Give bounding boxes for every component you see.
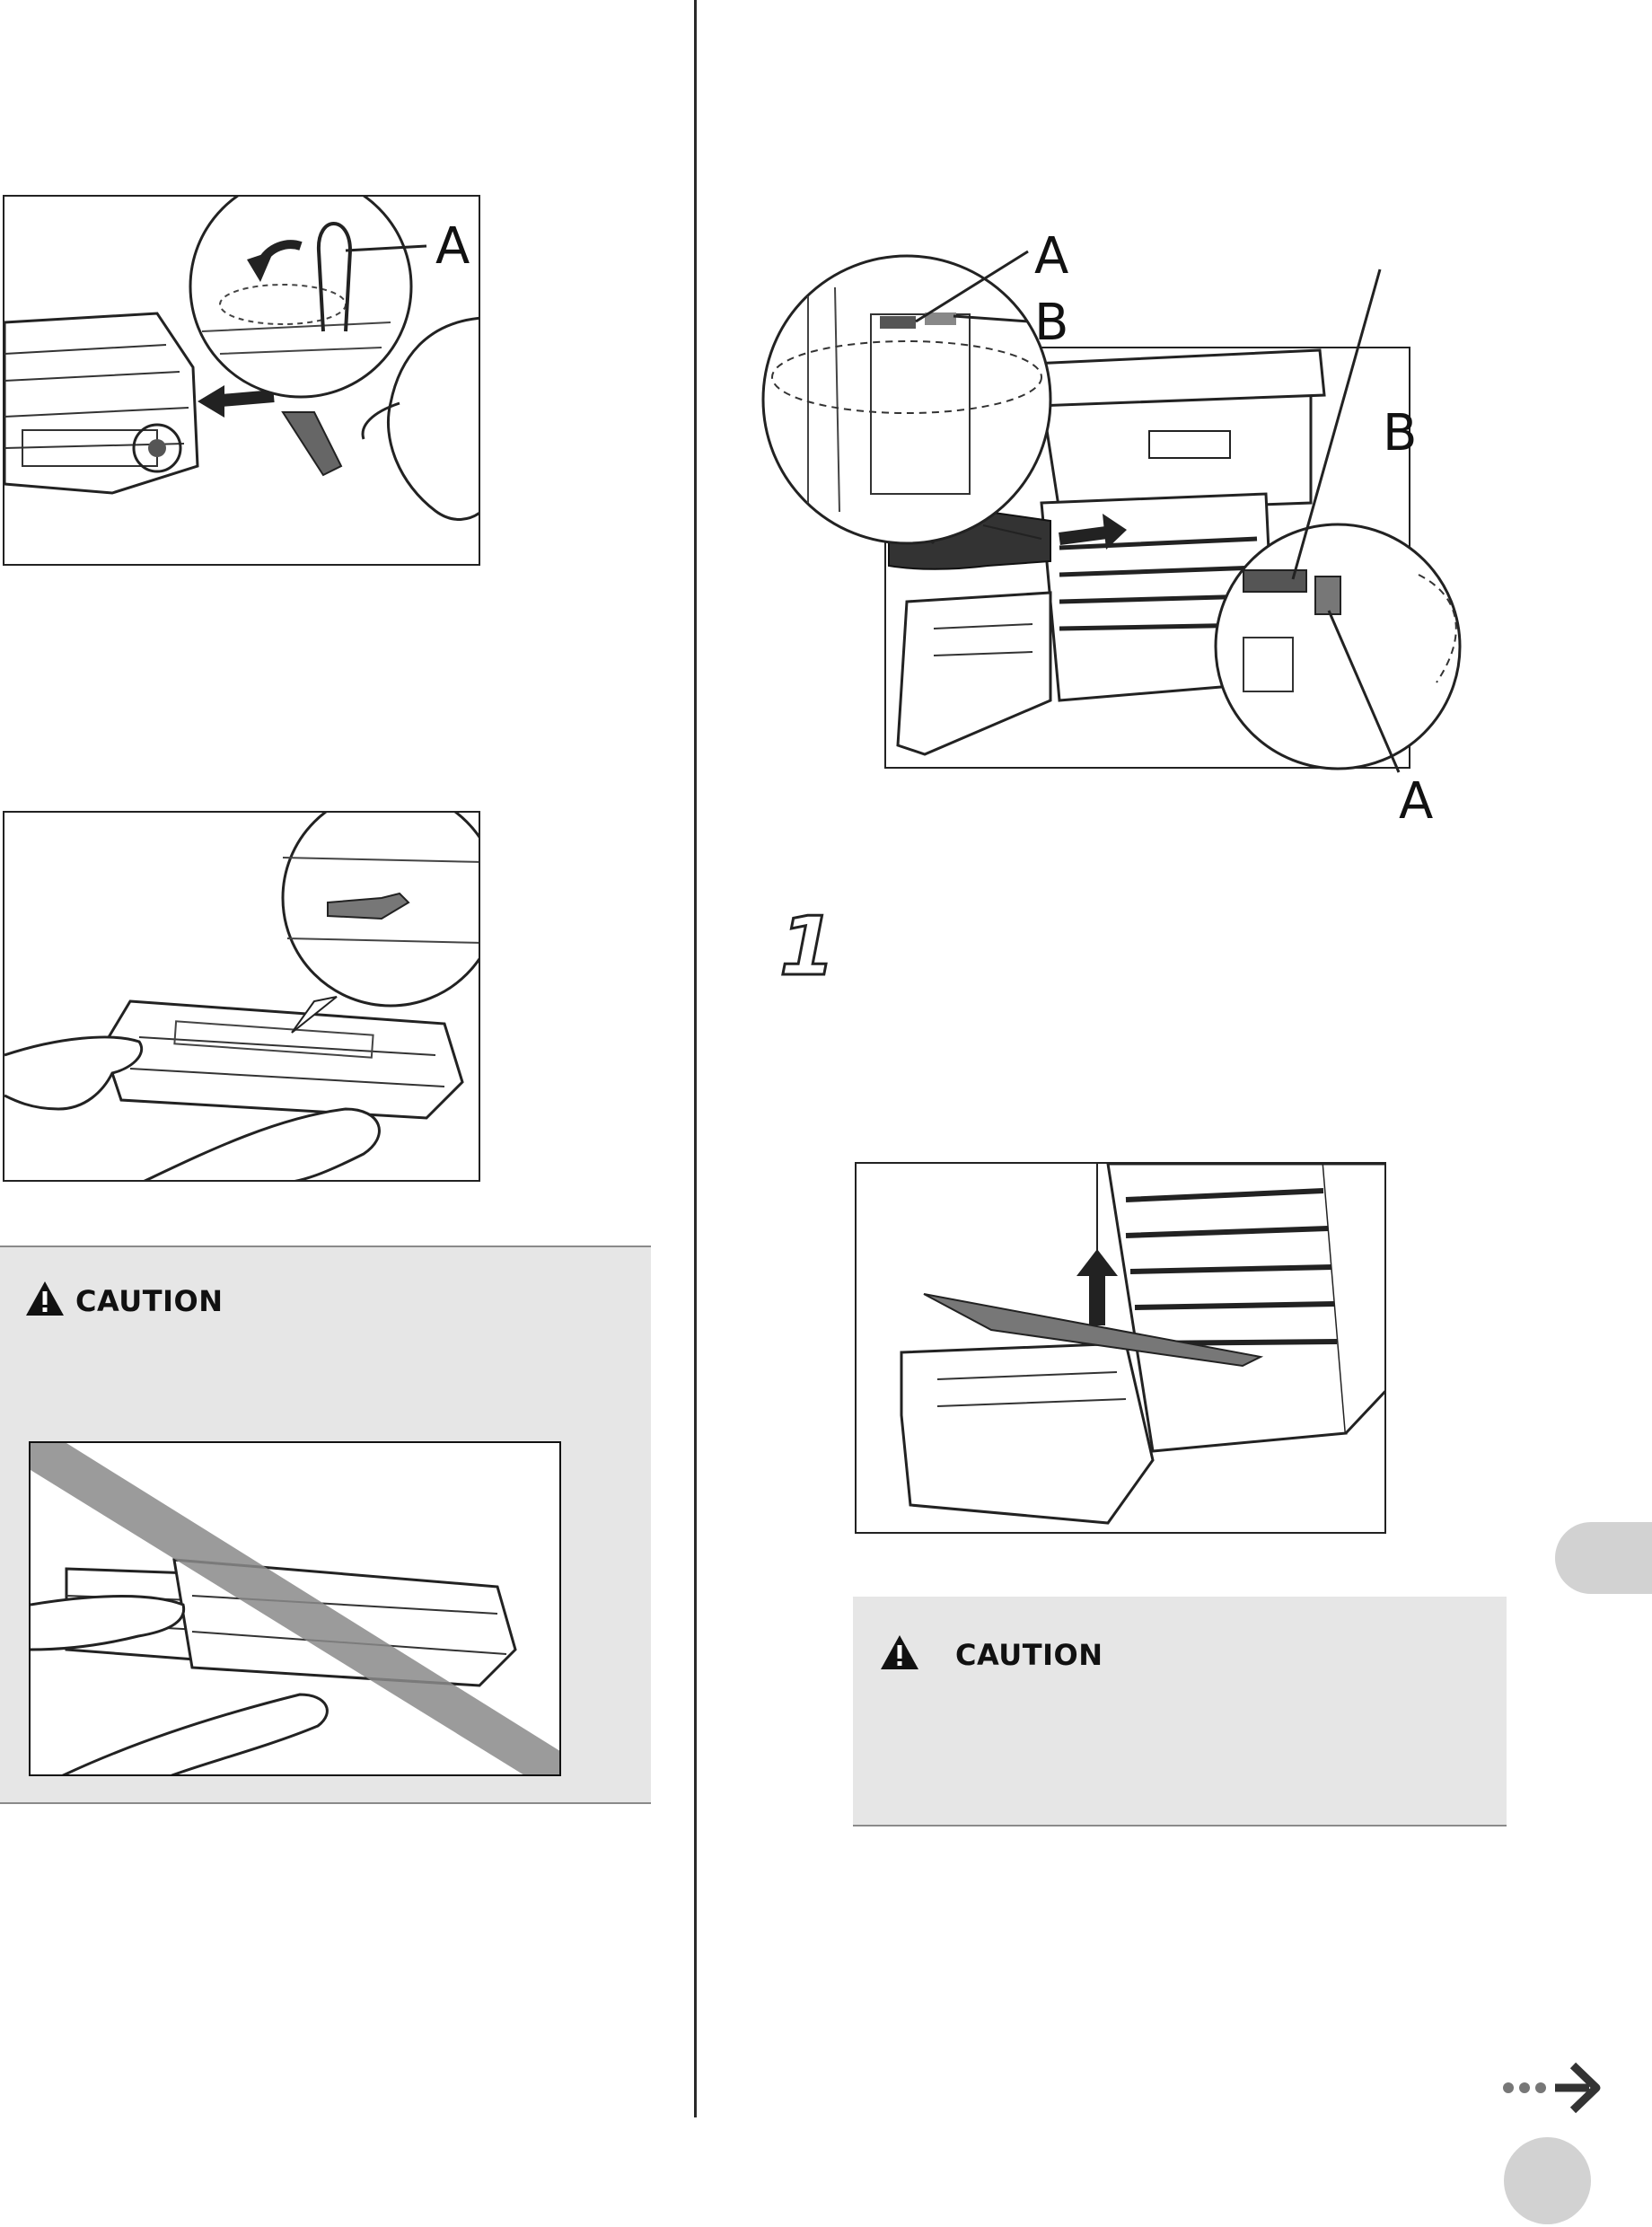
caution-label: CAUTION — [955, 1638, 1103, 1672]
prohibited-slash-icon — [31, 1443, 559, 1774]
open-cover-figure — [855, 1162, 1386, 1534]
callout-a-bottom: A — [1399, 772, 1434, 831]
callout-a-top: A — [1034, 227, 1069, 286]
page-number-circle — [1504, 2137, 1591, 2224]
step-number: 1 — [778, 900, 838, 994]
caution-label: CAUTION — [75, 1284, 224, 1318]
callout-b-right: B — [1383, 404, 1418, 462]
caution-box-right: CAUTION — [853, 1597, 1507, 1826]
caution-box-left: CAUTION — [0, 1246, 651, 1804]
column-divider — [694, 0, 697, 2117]
warning-triangle-icon — [881, 1635, 918, 1669]
dotted-arrow-right-icon[interactable] — [1499, 2056, 1607, 2119]
hold-cartridge-figure — [3, 811, 480, 1182]
cartridge-insert-figure: A B B A — [754, 216, 1490, 831]
callout-b-top: B — [1034, 294, 1069, 352]
chapter-tab — [1555, 1522, 1652, 1594]
lock-pin-figure: A — [3, 195, 480, 566]
incorrect-handling-figure — [29, 1441, 561, 1776]
callout-a: A — [435, 217, 470, 276]
warning-triangle-icon — [26, 1281, 64, 1316]
